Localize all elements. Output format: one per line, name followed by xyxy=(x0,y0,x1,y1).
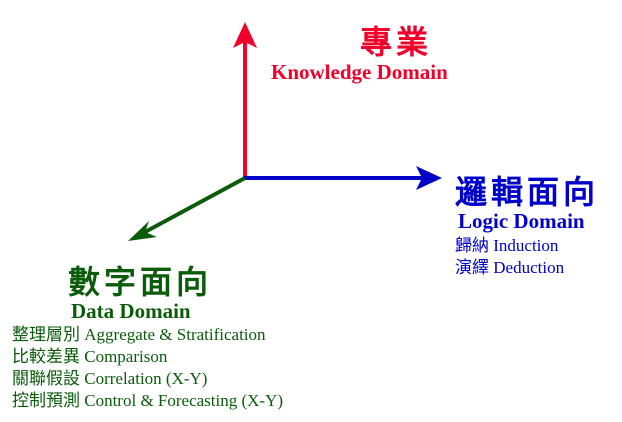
knowledge-axis-arrow xyxy=(233,22,257,180)
logic-item-deduction: 演繹 Deduction xyxy=(455,258,565,277)
data-item-comparison: 比較差異 Comparison xyxy=(12,347,168,366)
knowledge-title-zh: 專業 xyxy=(360,24,433,60)
knowledge-title-en: Knowledge Domain xyxy=(271,60,448,84)
logic-title-en: Logic Domain xyxy=(458,209,585,233)
data-title-en: Data Domain xyxy=(71,299,191,323)
data-item-control: 控制預測 Control & Forecasting (X-Y) xyxy=(12,391,284,410)
logic-axis-arrow xyxy=(243,166,442,190)
data-item-aggregate: 整理層別 Aggregate & Stratification xyxy=(12,325,266,344)
data-title-zh: 數字面向 xyxy=(68,264,213,300)
logic-item-induction: 歸納 Induction xyxy=(455,236,559,255)
data-axis-arrow xyxy=(128,176,246,241)
logic-title-zh: 邏輯面向 xyxy=(455,174,600,210)
data-item-correlation: 關聯假設 Correlation (X-Y) xyxy=(12,369,208,388)
